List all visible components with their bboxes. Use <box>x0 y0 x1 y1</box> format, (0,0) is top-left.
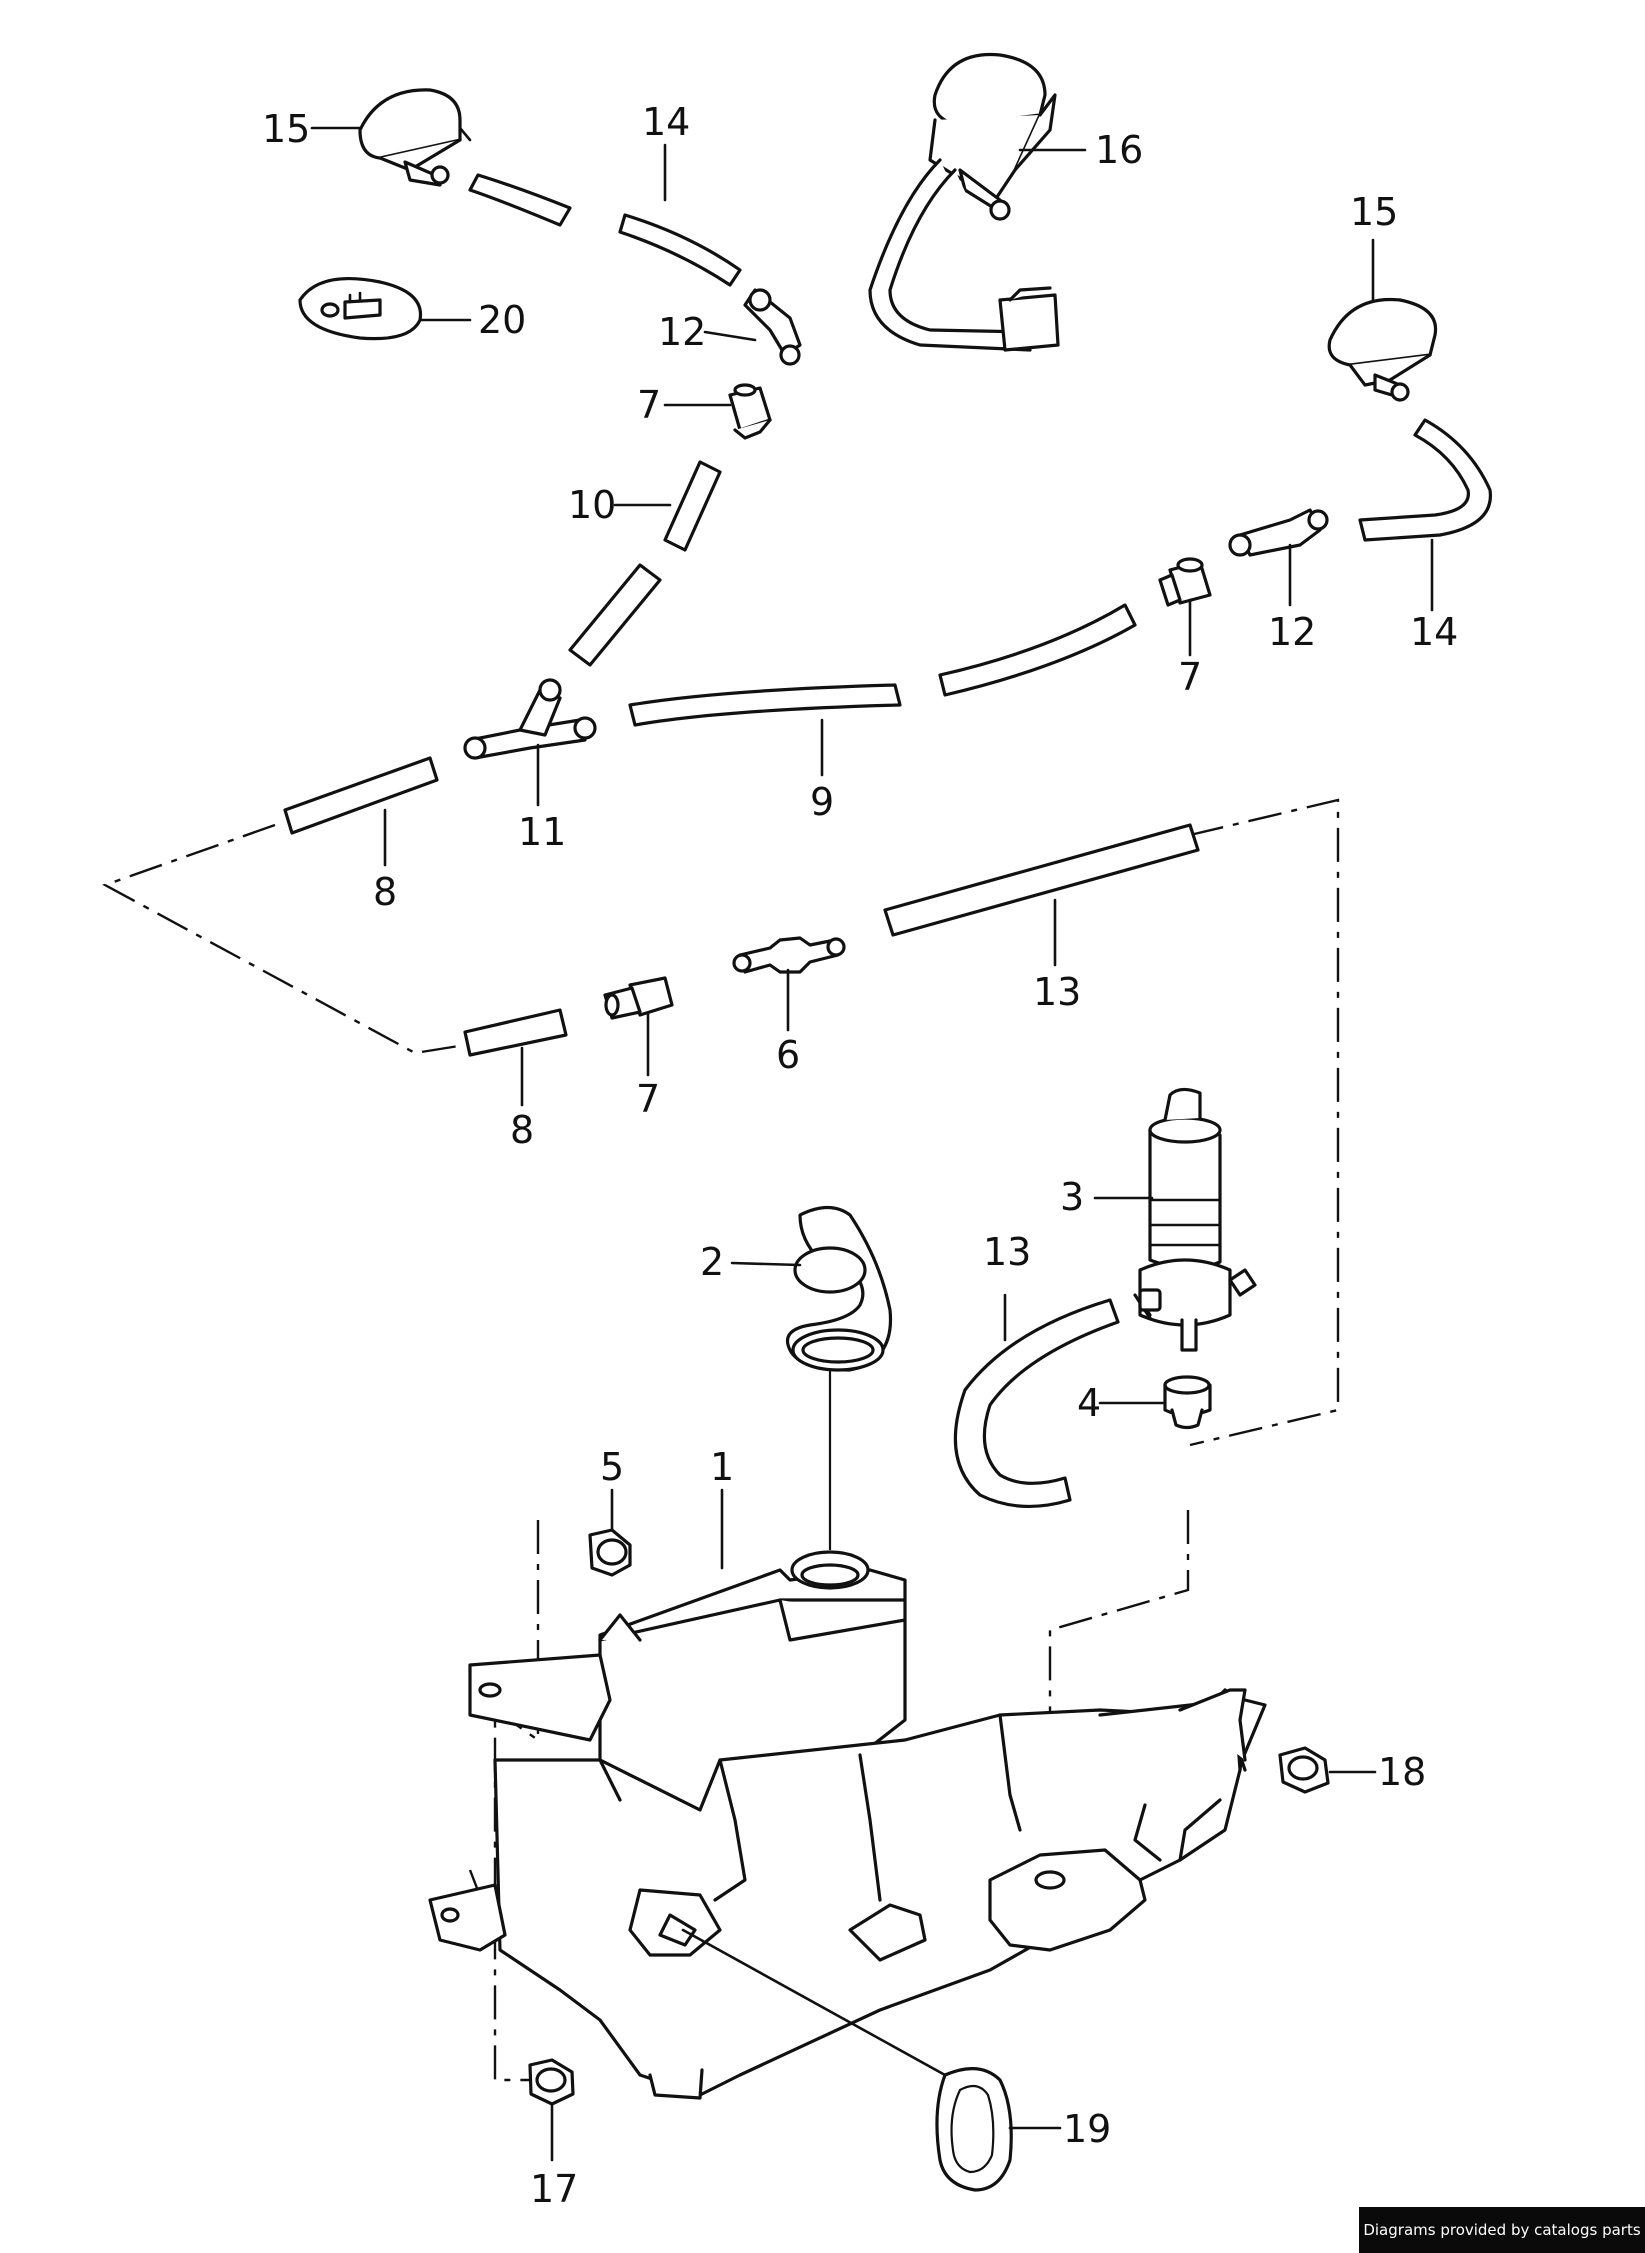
filler-neck-2 <box>785 1205 893 1372</box>
diagram-credit-badge: Diagrams provided by catalogs parts <box>1359 2207 1645 2253</box>
washer-nozzle-right <box>1327 297 1438 402</box>
callout-13-curved: 13 <box>983 1230 1031 1274</box>
hose-9 <box>628 603 1137 727</box>
callout-11: 11 <box>518 810 566 854</box>
check-valve-7-top <box>728 383 772 440</box>
callout-20: 20 <box>478 298 526 342</box>
washer-nozzle-16 <box>868 52 1060 352</box>
hose-13-long <box>883 823 1200 937</box>
callout-12-right: 12 <box>1268 610 1316 654</box>
washer-nozzle-left <box>358 88 472 187</box>
gasket-19 <box>935 2067 1013 2192</box>
callout-2: 2 <box>700 1240 724 1284</box>
nozzle-cover-20 <box>298 276 423 341</box>
callout-8-upper: 8 <box>373 870 397 914</box>
callout-14-right: 14 <box>1410 610 1458 654</box>
hose-13-curved <box>953 1298 1120 1508</box>
check-valve-7-right <box>1158 557 1212 607</box>
nut-17 <box>528 2058 575 2106</box>
check-valve-7-middle <box>603 976 674 1020</box>
callout-7-middle: 7 <box>636 1077 660 1121</box>
callout-7-top: 7 <box>637 383 661 427</box>
hose-14-right <box>1358 418 1492 542</box>
nut-18 <box>1278 1746 1330 1794</box>
hose-8-upper <box>283 756 439 835</box>
callout-12-top: 12 <box>658 310 706 354</box>
hose-10 <box>568 460 722 667</box>
callout-4: 4 <box>1077 1381 1101 1425</box>
callout-16: 16 <box>1095 128 1143 172</box>
hose-14-upper <box>468 173 742 287</box>
callout-leader-lines <box>310 126 1434 2162</box>
callout-9: 9 <box>810 780 834 824</box>
callout-7-right: 7 <box>1178 655 1202 699</box>
elbow-connector-12-top <box>743 288 802 366</box>
washer-pump-3 <box>1133 1087 1257 1352</box>
callout-10: 10 <box>568 483 616 527</box>
callout-1: 1 <box>710 1445 734 1489</box>
callout-14-top: 14 <box>642 100 690 144</box>
callout-17: 17 <box>530 2167 578 2211</box>
elbow-connector-12-right <box>1228 508 1329 557</box>
nut-5 <box>588 1528 632 1577</box>
grommet-4 <box>1163 1375 1212 1430</box>
callout-5: 5 <box>600 1445 624 1489</box>
washer-reservoir-1 <box>428 1550 1267 2100</box>
callout-18: 18 <box>1378 1750 1426 1794</box>
callout-19: 19 <box>1063 2107 1111 2151</box>
callout-15-right: 15 <box>1350 190 1398 234</box>
hose-8-lower <box>463 1008 568 1057</box>
callout-labels: 15 14 16 15 20 12 7 10 12 14 7 9 11 8 13… <box>262 100 1458 2211</box>
t-connector-11 <box>463 678 597 760</box>
connector-6 <box>732 936 846 974</box>
callout-6: 6 <box>776 1033 800 1077</box>
callout-3: 3 <box>1060 1175 1084 1219</box>
callout-15-top-left: 15 <box>262 107 310 151</box>
callout-8-lower: 8 <box>510 1108 534 1152</box>
callout-13-long: 13 <box>1033 970 1081 1014</box>
